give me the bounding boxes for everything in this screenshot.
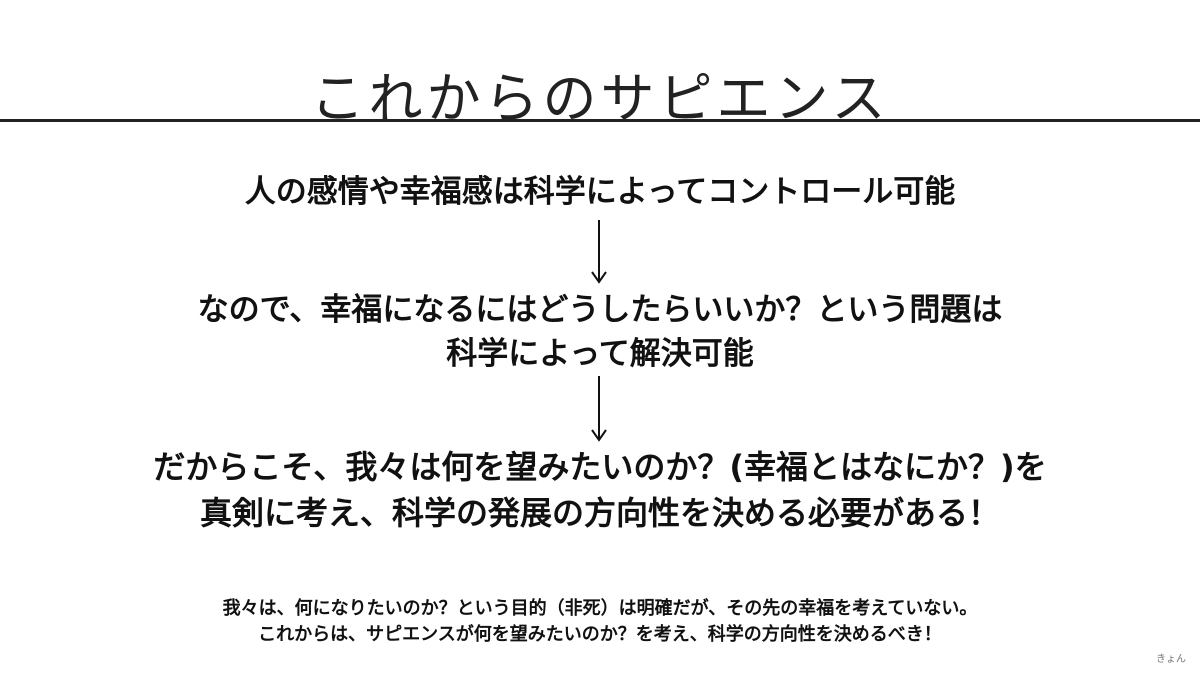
slide-title: これからのサピエンス — [310, 67, 890, 131]
flow-step-3-line-1: だからこそ、我々は何を望みたいのか？(幸福とはなにか？)を — [153, 448, 1047, 486]
arrow-down-icon — [591, 376, 607, 442]
summary-note: 我々は、何になりたいのか？という目的（非死）は明確だが、その先の幸福を考えていな… — [0, 596, 1200, 648]
flow-step-2-line-1: なので、幸福になるにはどうしたらいいか？という問題は — [197, 292, 1003, 328]
flow-step-3: だからこそ、我々は何を望みたいのか？(幸福とはなにか？)を 真剣に考え、科学の発… — [0, 444, 1200, 536]
flow-step-2-line-2: 科学によって解決可能 — [446, 336, 754, 372]
arrow-down-icon — [591, 220, 607, 284]
author-signature: きょん — [1156, 654, 1186, 665]
flow-step-3-line-2: 真剣に考え、科学の発展の方向性を決める必要がある！ — [199, 494, 1000, 532]
flow-step-2: なので、幸福になるにはどうしたらいいか？という問題は 科学によって解決可能 — [0, 288, 1200, 376]
title-divider — [0, 119, 1200, 122]
flow-step-1: 人の感情や幸福感は科学によってコントロール可能 — [0, 170, 1200, 214]
summary-note-line-2: これからは、サピエンスが何を望みたいのか？を考え、科学の方向性を決めるべき！ — [258, 624, 942, 645]
flow-step-1-line-1: 人の感情や幸福感は科学によってコントロール可能 — [244, 174, 956, 210]
summary-note-line-1: 我々は、何になりたいのか？という目的（非死）は明確だが、その先の幸福を考えていな… — [222, 598, 978, 619]
